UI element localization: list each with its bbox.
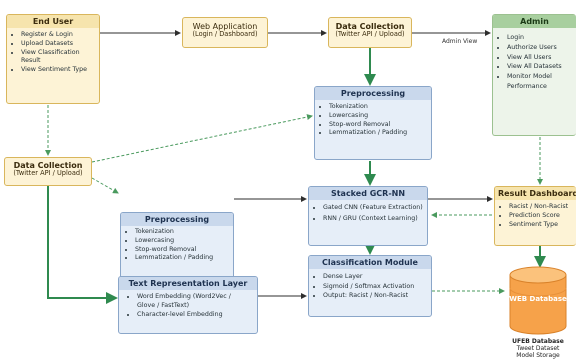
list-item: Racist / Non-Racist bbox=[509, 203, 572, 212]
text-representation-box: Text Representation Layer Word Embedding… bbox=[118, 276, 258, 334]
stacked-gcrnn-box: Stacked GCR-NN Gated CNN (Feature Extrac… bbox=[308, 186, 428, 246]
database-caption-line: Tweet Dataset bbox=[516, 345, 560, 353]
list-item: Stop-word Removal bbox=[135, 246, 229, 255]
list-item: Lemmatization / Padding bbox=[135, 254, 229, 263]
list-item: Dense Layer bbox=[323, 272, 427, 281]
data-collection-top-subtitle: (Twitter API / Upload) bbox=[335, 30, 405, 39]
preprocessing-left-title: Preprocessing bbox=[121, 213, 233, 227]
list-item: View Classification Result bbox=[21, 49, 95, 66]
preprocessing-top-box: Preprocessing Tokenization Lowercasing S… bbox=[314, 86, 432, 160]
preprocessing-top-title: Preprocessing bbox=[315, 87, 431, 101]
data-collection-left-subtitle: (Twitter API / Upload) bbox=[13, 169, 83, 178]
list-item: Sigmoid / Softmax Activation bbox=[323, 282, 427, 291]
arrow-datacollection-left-textrepr bbox=[47, 186, 118, 304]
list-item: View All Users bbox=[507, 53, 572, 63]
result-dashboard-list: Racist / Non-Racist Prediction Score Sen… bbox=[495, 200, 576, 231]
preprocessing-left-list: Tokenization Lowercasing Stop-word Remov… bbox=[121, 226, 233, 265]
list-item: Monitor Model Performance bbox=[507, 72, 572, 92]
list-item: Login bbox=[507, 33, 572, 43]
list-item: Word Embedding (Word2Vec / Glove / FastT… bbox=[137, 293, 249, 310]
database-caption-line: Model Storage bbox=[516, 352, 560, 360]
text-representation-title: Text Representation Layer bbox=[119, 277, 257, 291]
data-collection-left-title: Data Collection bbox=[13, 161, 83, 170]
list-item: Authorize Users bbox=[507, 43, 572, 53]
list-item: Tokenization bbox=[329, 103, 427, 112]
list-item: Lowercasing bbox=[135, 237, 229, 246]
database-caption-line: UFEB Database bbox=[512, 338, 564, 345]
classification-module-title: Classification Module bbox=[309, 256, 431, 270]
admin-box: Admin Login Authorize Users View All Use… bbox=[492, 14, 576, 136]
end-user-list: Register & Login Upload Datasets View Cl… bbox=[7, 28, 99, 76]
list-item: View All Datasets bbox=[507, 62, 572, 72]
arrow-datacollection-left-preprocessing-left bbox=[91, 177, 119, 194]
admin-title: Admin bbox=[493, 15, 576, 29]
admin-view-label: Admin View bbox=[442, 38, 478, 45]
text-representation-list: Word Embedding (Word2Vec / Glove / FastT… bbox=[119, 290, 257, 321]
web-application-title: Web Application bbox=[192, 22, 258, 31]
result-dashboard-title: Result Dashboard bbox=[495, 187, 576, 201]
classification-module-box: Classification Module Dense Layer Sigmoi… bbox=[308, 255, 432, 317]
data-collection-top-box: Data Collection (Twitter API / Upload) bbox=[328, 17, 412, 48]
admin-list: Login Authorize Users View All Users Vie… bbox=[493, 28, 576, 94]
list-item: Sentiment Type bbox=[509, 221, 572, 230]
list-item: Register & Login bbox=[21, 31, 95, 40]
list-item: Stop-word Removal bbox=[329, 121, 427, 130]
data-collection-left-box: Data Collection (Twitter API / Upload) bbox=[4, 157, 92, 186]
web-application-box: Web Application (Login / Dashboard) bbox=[182, 17, 268, 48]
arrow-datacollection-left-preprocessing-top bbox=[91, 114, 313, 163]
database-icon bbox=[509, 266, 567, 335]
list-item: RNN / GRU (Context Learning) bbox=[323, 214, 423, 225]
list-item: Tokenization bbox=[135, 228, 229, 237]
list-item: Lowercasing bbox=[329, 112, 427, 121]
list-item: Lemmatization / Padding bbox=[329, 129, 427, 138]
list-item: Output: Racist / Non-Racist bbox=[323, 291, 427, 300]
end-user-box: End User Register & Login Upload Dataset… bbox=[6, 14, 100, 104]
web-application-subtitle: (Login / Dashboard) bbox=[192, 30, 258, 39]
list-item: Gated CNN (Feature Extraction) bbox=[323, 203, 423, 214]
list-item: View Sentiment Type bbox=[21, 66, 95, 75]
database-caption: UFEB Database Tweet Dataset Model Storag… bbox=[500, 338, 576, 360]
database-label: WEB Database bbox=[509, 295, 567, 303]
result-dashboard-box: Result Dashboard Racist / Non-Racist Pre… bbox=[494, 186, 576, 246]
stacked-gcrnn-title: Stacked GCR-NN bbox=[309, 187, 427, 201]
classification-module-list: Dense Layer Sigmoid / Softmax Activation… bbox=[309, 269, 431, 302]
end-user-title: End User bbox=[7, 15, 99, 29]
list-item: Character-level Embedding bbox=[137, 311, 249, 320]
list-item: Prediction Score bbox=[509, 212, 572, 221]
stacked-gcrnn-list: Gated CNN (Feature Extraction) RNN / GRU… bbox=[309, 200, 427, 226]
data-collection-top-title: Data Collection bbox=[335, 22, 405, 31]
list-item: Upload Datasets bbox=[21, 40, 95, 49]
preprocessing-left-box: Preprocessing Tokenization Lowercasing S… bbox=[120, 212, 234, 280]
preprocessing-top-list: Tokenization Lowercasing Stop-word Remov… bbox=[315, 100, 431, 140]
